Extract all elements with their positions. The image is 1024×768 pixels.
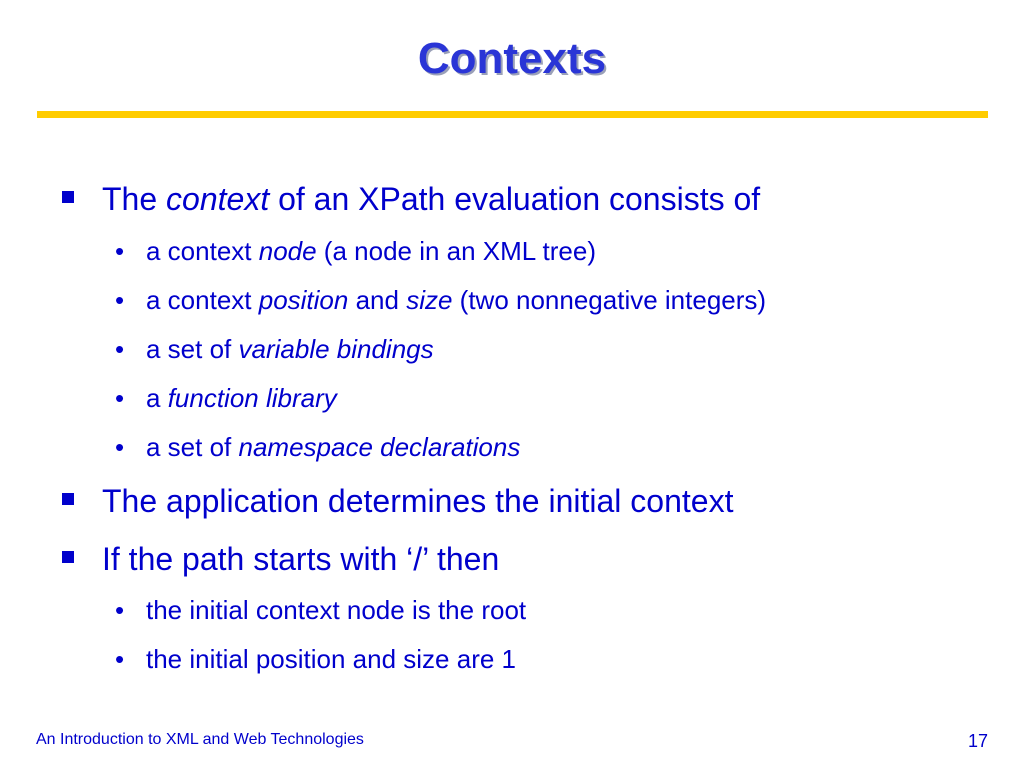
- dot-bullet-icon: •: [115, 383, 125, 413]
- square-bullet-icon: [62, 191, 74, 203]
- page-number: 17: [967, 731, 988, 751]
- sub-bullet-text: a set of namespace declarations: [146, 432, 521, 462]
- sub-bullet-text: the initial context node is the root: [146, 595, 527, 625]
- square-bullet-icon: [62, 493, 74, 505]
- title-divider: [37, 111, 988, 118]
- square-bullet-icon: [62, 551, 74, 563]
- sub-bullet-text: a context position and size (two nonnega…: [146, 285, 767, 315]
- dot-bullet-icon: •: [115, 236, 125, 266]
- dot-bullet-icon: •: [115, 432, 125, 462]
- slide-title: Contexts: [417, 34, 607, 83]
- bullet-text: If the path starts with ‘/’ then: [102, 541, 500, 577]
- sub-bullet-text: a context node (a node in an XML tree): [146, 236, 596, 266]
- footer-title: An Introduction to XML and Web Technolog…: [36, 731, 364, 748]
- dot-bullet-icon: •: [115, 334, 125, 364]
- sub-bullet-text: the initial position and size are 1: [146, 644, 517, 674]
- dot-bullet-icon: •: [115, 595, 125, 625]
- sub-bullet-text: a set of variable bindings: [146, 334, 434, 364]
- dot-bullet-icon: •: [115, 285, 125, 315]
- dot-bullet-icon: •: [115, 644, 125, 674]
- bullet-text: The application determines the initial c…: [102, 483, 734, 519]
- sub-bullet-text: a function library: [146, 383, 337, 413]
- bullet-text: The context of an XPath evaluation consi…: [102, 181, 761, 217]
